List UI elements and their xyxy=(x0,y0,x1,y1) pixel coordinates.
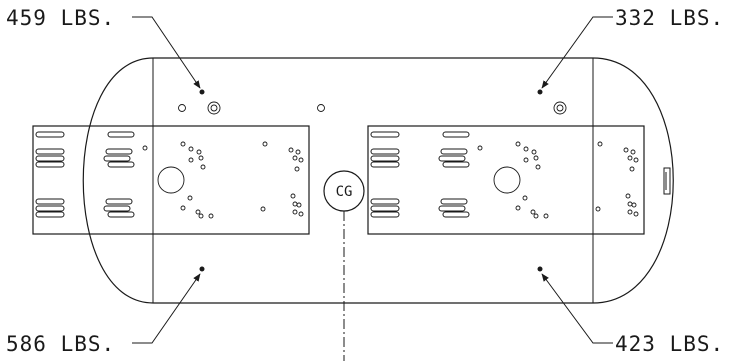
load-points xyxy=(199,89,543,272)
weight-label-top-left: 459 LBS. xyxy=(6,6,115,30)
right-mounting-plate xyxy=(367,125,645,235)
cg-marker: CG xyxy=(323,170,365,361)
weight-label-top-right: 332 LBS. xyxy=(615,6,724,30)
cg-label: CG xyxy=(336,184,353,200)
tank-outline xyxy=(82,57,674,304)
left-mounting-plate xyxy=(32,125,310,235)
weight-label-bottom-right: 423 LBS. xyxy=(615,332,724,356)
tank-holes xyxy=(178,101,567,115)
leader-lines xyxy=(132,16,613,344)
weight-label-bottom-left: 586 LBS. xyxy=(6,332,115,356)
